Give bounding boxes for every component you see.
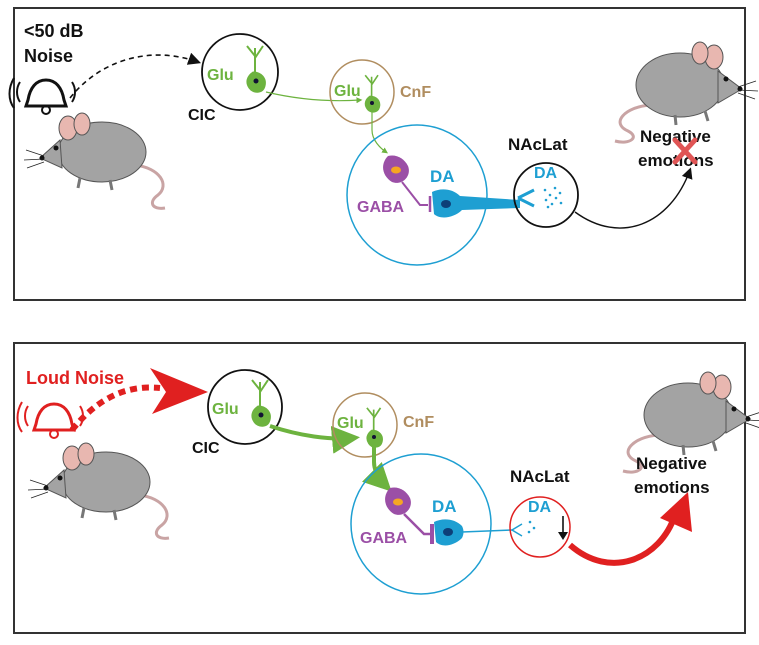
dopamine-dots-2 xyxy=(527,520,536,534)
blocked-x-icon xyxy=(672,137,698,165)
cic-circle xyxy=(201,33,279,111)
cnf-label: CnF xyxy=(400,84,431,101)
da-label: DA xyxy=(430,167,455,186)
gaba-label: GABA xyxy=(357,199,405,216)
da-label-2: DA xyxy=(432,497,457,516)
outcome-label-3: Negative xyxy=(636,454,707,473)
naclat-label: NAcLat xyxy=(508,135,568,154)
cnf-glu-label-2: Glu xyxy=(337,415,364,432)
naclat-to-emotion-arrow-2 xyxy=(568,513,678,566)
naclat-da-label-2: DA xyxy=(528,499,552,516)
cic-label: CIC xyxy=(188,107,216,124)
vta-circle xyxy=(346,124,488,266)
naclat-to-emotion-arrow xyxy=(574,167,693,229)
cic-to-cnf-arrow xyxy=(265,91,363,104)
cnf-label-2: CnF xyxy=(403,414,434,431)
cnf-to-vta-arrow xyxy=(371,112,388,154)
cnf-circle-2 xyxy=(332,392,398,458)
emotion-arrowhead xyxy=(660,492,692,532)
da-neuron-icon xyxy=(432,189,520,218)
glu-neuron-icon-2 xyxy=(364,74,381,114)
loud-noise-arrow xyxy=(69,384,161,432)
cnf-glu-label: Glu xyxy=(334,83,361,100)
stimulus-label-2: Noise xyxy=(24,46,73,66)
da-terminal xyxy=(517,188,535,208)
cic-glu-label-2: Glu xyxy=(212,401,239,418)
gaba-label-2: GABA xyxy=(360,530,408,547)
glu-neuron-icon xyxy=(245,45,267,94)
cic-glu-label: Glu xyxy=(207,67,234,84)
glu-neuron-icon-3 xyxy=(250,379,272,428)
naclat-da-label: DA xyxy=(534,165,558,182)
cnf-to-vta-arrow-2 xyxy=(361,446,392,492)
cic-circle-2 xyxy=(207,369,283,445)
naclat-circle-2 xyxy=(509,496,571,558)
dopamine-dots xyxy=(543,186,563,209)
cic-to-cnf-arrow-2 xyxy=(269,424,360,454)
loud-noise-label: Loud Noise xyxy=(26,368,124,388)
outcome-label-4: emotions xyxy=(634,478,710,497)
naclat-label-2: NAcLat xyxy=(510,467,570,486)
naclat-circle xyxy=(513,162,579,228)
cic-label-2: CIC xyxy=(192,440,220,457)
da-terminal-2 xyxy=(511,523,523,537)
loud-noise-arrowhead xyxy=(150,368,208,414)
gaba-neuron-icon-2 xyxy=(385,487,430,536)
cnf-circle xyxy=(329,59,395,125)
glu-neuron-icon-4 xyxy=(365,407,384,449)
stimulus-label: <50 dB xyxy=(24,21,84,41)
vta-circle-2 xyxy=(350,453,492,595)
bell-icon xyxy=(8,77,76,116)
da-neuron-icon-2 xyxy=(434,519,513,546)
decrease-arrow-icon xyxy=(558,516,568,540)
gaba-neuron-icon xyxy=(383,155,428,206)
